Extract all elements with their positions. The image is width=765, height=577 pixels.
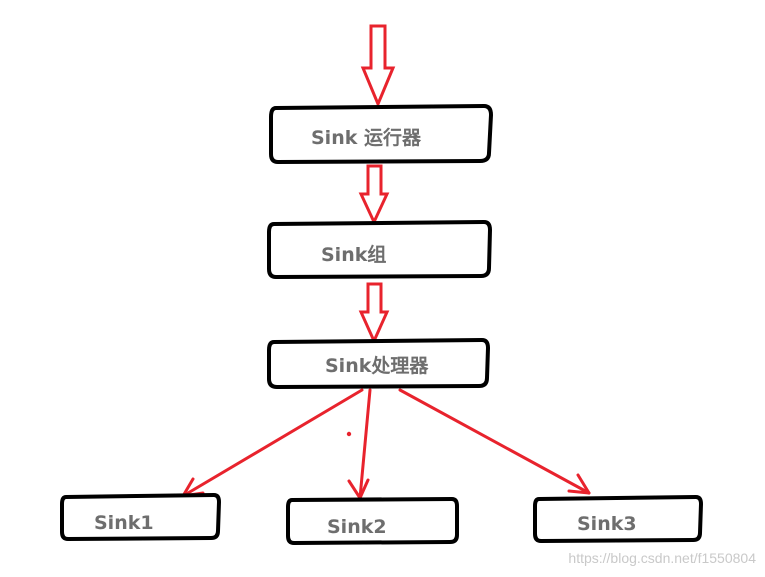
arrow-processor-to-sink2	[347, 388, 372, 500]
group-box	[267, 219, 493, 280]
runner-box	[269, 103, 494, 165]
sink3-box	[533, 494, 704, 544]
watermark-url: https://blog.csdn.net/f1550804	[568, 550, 756, 566]
sink2-label: Sink2	[327, 516, 387, 538]
arrow-into-runner	[360, 24, 396, 108]
sink1-label: Sink1	[94, 512, 154, 534]
sink3-label: Sink3	[577, 513, 637, 535]
stray-dot	[346, 431, 352, 437]
runner-label: Sink 运行器	[311, 126, 422, 149]
sink2-box	[286, 496, 459, 546]
arrow-processor-to-sink1	[181, 388, 364, 498]
arrow-group-to-processor	[358, 282, 390, 345]
arrow-runner-to-group	[358, 164, 390, 226]
group-label: Sink组	[321, 243, 386, 266]
sink1-box	[60, 492, 222, 542]
processor-label: Sink处理器	[325, 354, 429, 377]
arrow-processor-to-sink3	[398, 388, 591, 495]
processor-box	[267, 337, 491, 390]
